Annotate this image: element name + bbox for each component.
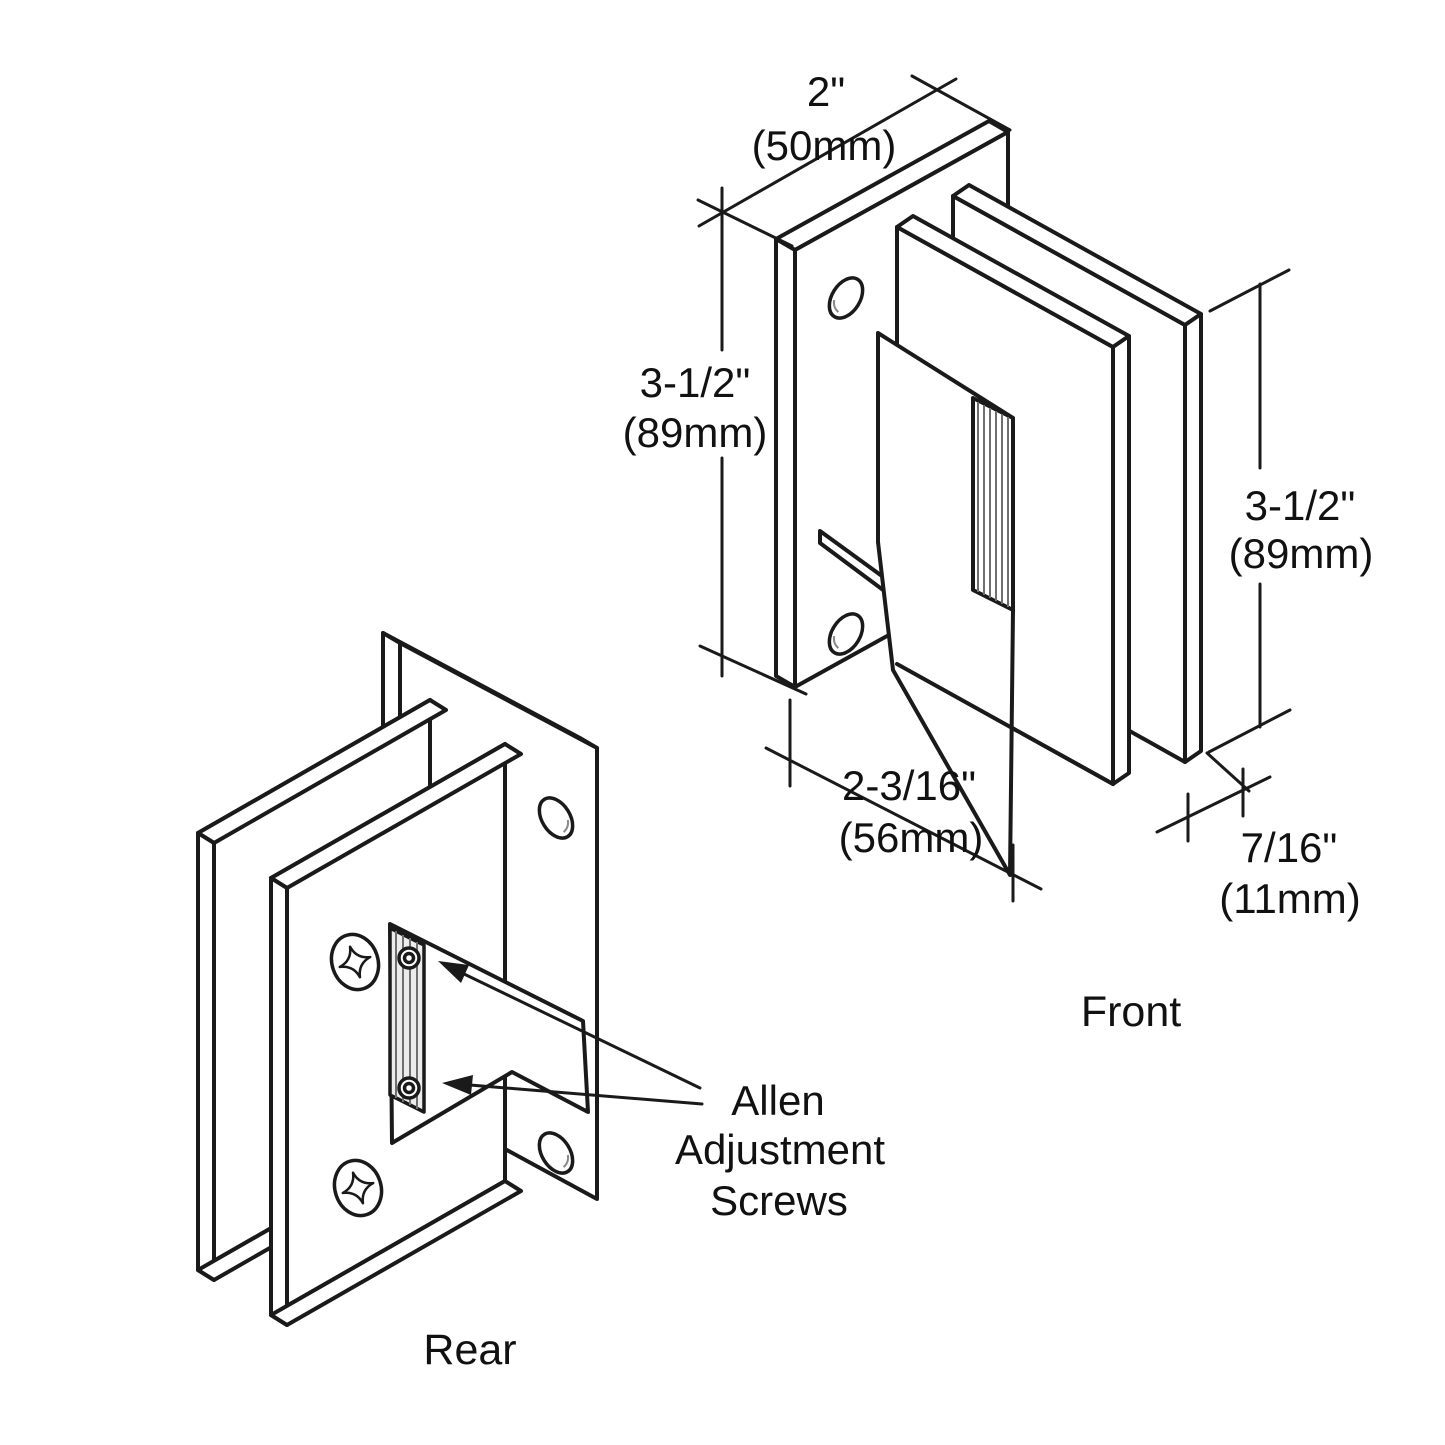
rear-channel-hatching — [395, 931, 418, 1109]
front-clamp-bottom-edge — [895, 662, 1115, 786]
rear-cover-left-sliver — [269, 876, 289, 1327]
allen-callout-text: Allen Adjustment Screws — [675, 1077, 885, 1224]
callout-line-2: Adjustment — [675, 1126, 885, 1173]
rear-wall-plate-slot-bottom — [537, 1131, 575, 1175]
rear-back-clamp-left-sliver — [196, 831, 216, 1282]
dim-width-inches: 2" — [807, 68, 845, 115]
front-wall-plate-slot-top — [827, 276, 865, 320]
dim-hleft-ext-bottom — [698, 644, 808, 696]
callout-arrowhead-top — [438, 961, 469, 983]
dim-base-mm: (56mm) — [839, 814, 984, 861]
callout-arrow-line-top — [460, 971, 702, 1090]
front-hinge-body — [818, 331, 1115, 877]
phillips-screw-bottom — [332, 1158, 384, 1218]
dim-width-ext-left — [696, 198, 794, 248]
hinge-knuckle-hatching — [977, 402, 1009, 607]
allen-callout-arrows — [438, 961, 704, 1106]
callout-arrowhead-bottom — [442, 1075, 473, 1095]
front-wall-plate-slot-bottom — [827, 612, 865, 656]
dim-width-ext-right — [910, 74, 1012, 132]
front-view-label: Front — [1081, 988, 1181, 1036]
dim-gap-mm: (11mm) — [1219, 875, 1361, 922]
dim-hright-ext-top — [1208, 268, 1291, 313]
rear-hinge-body — [388, 922, 590, 1145]
back-clamp-right-sliver — [1183, 312, 1203, 764]
dim-height-right: 3-1/2" (89mm) — [1207, 268, 1374, 754]
dim-height-left: 3-1/2" (89mm) — [623, 186, 808, 696]
rear-adjustment-channel — [388, 926, 426, 1114]
dim-gap-ext — [1205, 751, 1251, 793]
dim-gap: 7/16" (11mm) — [1155, 751, 1361, 922]
dim-base-inches: 2-3/16" — [842, 762, 976, 809]
allen-screw-top — [397, 946, 421, 970]
dim-base: 2-3/16" (56mm) — [764, 698, 1043, 903]
dim-width-line — [697, 77, 958, 228]
front-clamp-right-sliver — [1111, 334, 1131, 786]
dim-gap-inches: 7/16" — [1241, 824, 1338, 871]
dim-hright-mm: (89mm) — [1229, 530, 1374, 577]
dim-hleft-mm: (89mm) — [623, 409, 768, 456]
dim-hright-inches: 3-1/2" — [1245, 482, 1356, 529]
dim-width-mm: (50mm) — [752, 122, 897, 169]
phillips-screw-top — [329, 932, 381, 992]
callout-arrow-line-bottom — [468, 1083, 704, 1106]
dim-hright-ext-bottom — [1207, 708, 1292, 754]
rear-view: Rear — [196, 631, 704, 1374]
dim-base-line — [764, 746, 1043, 891]
rear-cover-bottom-sliver — [269, 1179, 523, 1327]
rear-view-label: Rear — [423, 1326, 516, 1374]
allen-screw-bottom — [397, 1076, 421, 1100]
rear-wall-plate-slot-top — [537, 796, 575, 840]
dim-width: 2" (50mm) — [696, 68, 1012, 248]
dim-gap-line — [1155, 775, 1272, 834]
front-wall-plate-side-face — [774, 237, 797, 689]
rear-cover-plate — [269, 742, 523, 1327]
front-view: 2" (50mm) 3-1/2" (89mm) 3-1/2" (89mm) 2-… — [623, 68, 1374, 1036]
dim-hleft-inches: 3-1/2" — [640, 359, 751, 406]
callout-line-1: Allen — [731, 1077, 824, 1124]
callout-line-3: Screws — [710, 1177, 848, 1224]
